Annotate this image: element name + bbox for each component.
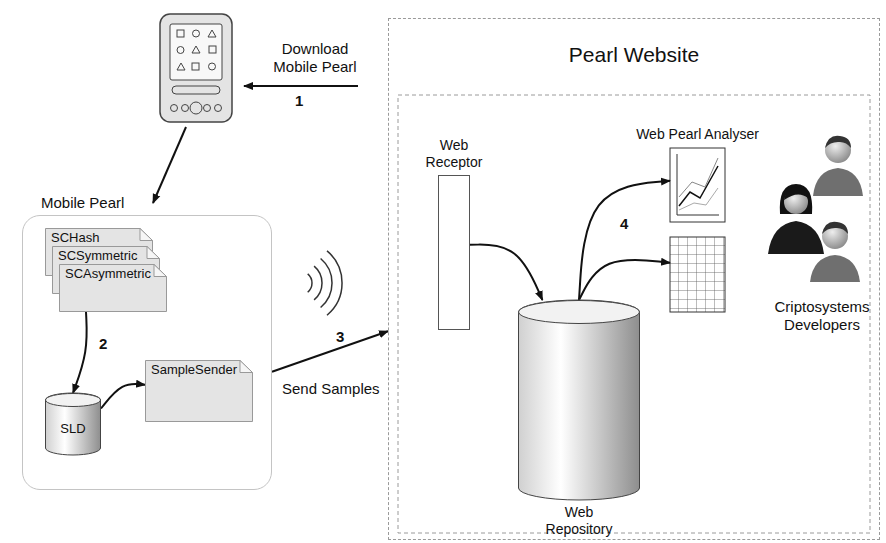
download-arrow xyxy=(244,85,358,87)
callout-number: 4 xyxy=(618,216,630,233)
install-arrow xyxy=(153,127,186,203)
table-icon xyxy=(670,237,725,312)
node-label: SCAsymmetric xyxy=(59,264,151,281)
connector-arrow xyxy=(101,384,145,409)
database-cylinder: Web Repository xyxy=(518,300,640,538)
node-label: Web Repository xyxy=(534,504,624,538)
actor-caption: Criptosystems Developers xyxy=(772,298,872,334)
callout-number: 3 xyxy=(336,328,344,346)
website-region: Pearl WebsiteWeb ReceptorWeb Repository W… xyxy=(388,18,880,540)
connector-arrow xyxy=(272,331,388,372)
node-label: SampleSender xyxy=(145,360,237,377)
node-heading: Pearl Website xyxy=(389,43,879,67)
connector-arrow xyxy=(579,260,670,300)
callout-number: 2 xyxy=(97,336,109,353)
analyser-group: Web Pearl Analyser xyxy=(670,148,725,312)
callout-number: 1 xyxy=(295,92,303,110)
cylinder-shape xyxy=(518,300,640,538)
developers-figures xyxy=(768,136,863,282)
node-label: SLD xyxy=(45,421,101,436)
source-document: SCAsymmetric xyxy=(59,264,167,312)
chart-icon xyxy=(670,148,725,222)
receptor-box: Web Receptor xyxy=(438,175,470,330)
connector-arrow xyxy=(579,181,670,300)
database-cylinder: SLD xyxy=(45,393,101,455)
node-heading: Web Receptor xyxy=(414,137,494,171)
node-heading: Mobile Pearl xyxy=(41,194,124,211)
node-label: SCSymmetric xyxy=(52,246,137,263)
connector-arrow xyxy=(470,245,542,300)
wireless-waves xyxy=(308,251,342,315)
node-heading: Web Pearl Analyser xyxy=(636,126,759,143)
pda-device xyxy=(160,14,232,122)
source-document: SampleSender xyxy=(145,360,253,422)
connector-arrow xyxy=(73,312,87,393)
app-container: Mobile PearlSCHashSCSymmetricSCAsymmetri… xyxy=(22,215,272,490)
step-caption: Send Samples xyxy=(282,380,380,398)
node-label: SCHash xyxy=(45,228,99,245)
step-caption: Download Mobile Pearl xyxy=(266,40,364,76)
